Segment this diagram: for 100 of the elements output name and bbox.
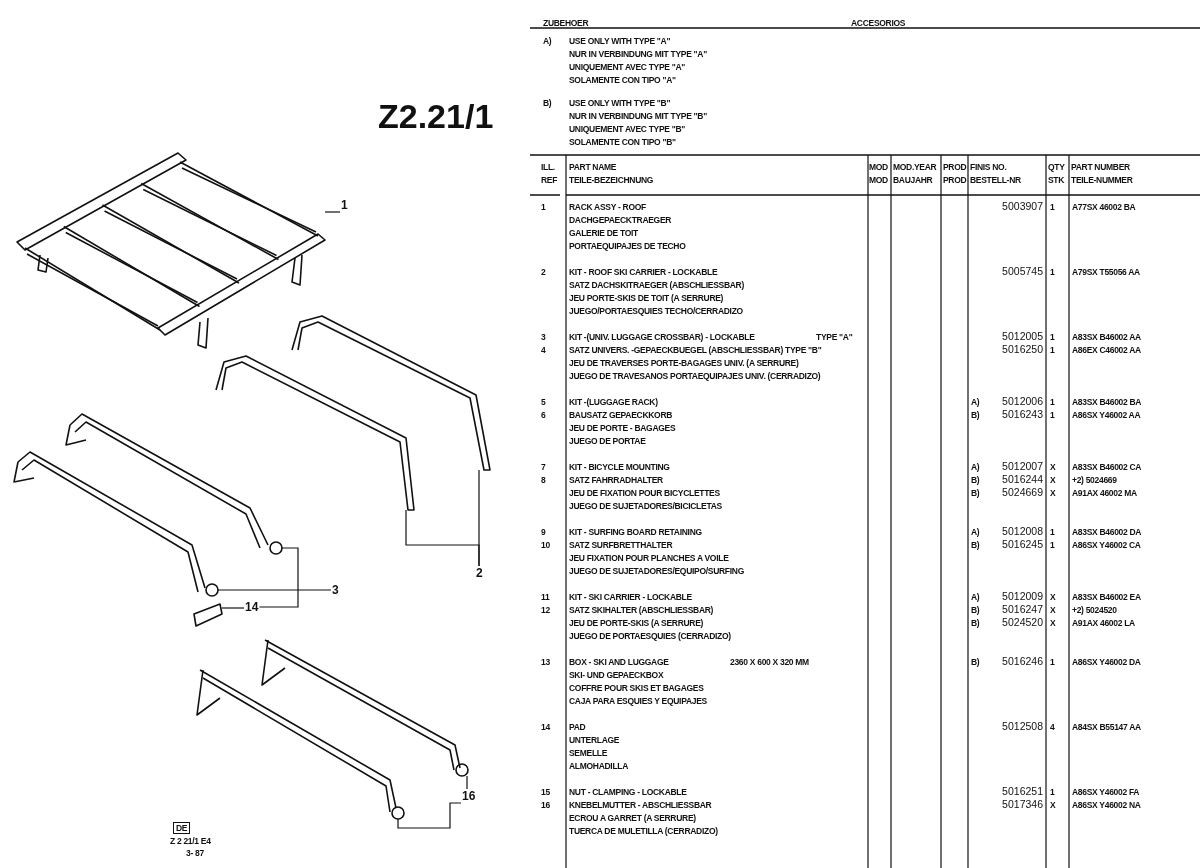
quantity: X [1050,605,1056,616]
column-header: QTY [1048,162,1065,173]
column-header: BAUJAHR [893,175,933,186]
quantity: 1 [1050,787,1055,798]
reference-number: 6 [541,410,546,421]
part-number: A83SX B46002 CA [1072,462,1142,473]
quantity: 1 [1050,540,1055,551]
part-name: JUEGO DE SUJETADORES/BICICLETAS [569,501,722,512]
load-bar-drawing [261,639,469,777]
leader-line [217,589,332,591]
part-name: SKI- UND GEPAECKBOX [569,670,664,681]
supply-marker: B) [971,488,980,499]
part-name: JEU DE FIXATION POUR BICYCLETTES [569,488,720,499]
leader-line [221,607,245,609]
note-marker: A) [543,36,552,47]
part-name: JEU DE PORTE - BAGAGES [569,423,676,434]
part-number: A86SX Y46002 AA [1072,410,1141,421]
order-number: 5024520 [1002,617,1043,628]
page-code: Z2.21/1 [378,96,494,136]
part-name: KIT -(UNIV. LUGGAGE CROSSBAR) - LOCKABLE [569,332,755,343]
note-text: USE ONLY WITH TYPE "B" [569,98,671,109]
order-number: 5003907 [1002,201,1043,212]
order-number: 5005745 [1002,266,1043,277]
order-number: 5016250 [1002,344,1043,355]
callout-number: 14 [244,600,260,614]
quantity: 1 [1050,267,1055,278]
part-name: JUEGO/PORTAESQUIES TECHO/CERRADIZO [569,306,743,317]
reference-number: 3 [541,332,546,343]
reference-number: 11 [541,592,550,603]
date-code: 3- 87 [186,848,204,859]
part-number: A86SX Y46002 DA [1072,657,1141,668]
callout-number: 3 [331,583,340,597]
quantity: 1 [1050,345,1055,356]
leader-line [324,211,341,213]
part-name: NUT - CLAMPING - LOCKABLE [569,787,687,798]
part-name: PORTAEQUIPAJES DE TECHO [569,241,686,252]
order-number: 5016251 [1002,786,1043,797]
order-number: 5012005 [1002,331,1043,342]
column-header: MOD [869,175,888,186]
crossbar-drawing [13,451,219,597]
part-name: SATZ FAHRRADHALTER [569,475,663,486]
column-header: PART NAME [569,162,617,173]
quantity: X [1050,488,1056,499]
column-header: TEILE-NUMMER [1071,175,1133,186]
part-name: KIT - BICYCLE MOUNTING [569,462,670,473]
part-name: JEU FIXATION POUR PLANCHES A VOILE [569,553,729,564]
part-name: JUEGO DE TRAVESANOS PORTAEQUIPAJES UNIV. (CERRADIZO) [569,371,821,382]
supply-marker: A) [971,527,980,538]
part-name: SEMELLE [569,748,608,759]
part-number: A79SX T55056 AA [1072,267,1140,278]
reference-number: 10 [541,540,550,551]
part-name: KIT - SURFING BOARD RETAINING [569,527,702,538]
ski-carrier-drawing [291,315,491,471]
quantity: X [1050,462,1056,473]
note-text: TYPE "A" [816,332,853,343]
part-name: CAJA PARA ESQUIES Y EQUIPAJES [569,696,707,707]
supply-marker: A) [971,397,980,408]
reference-number: 7 [541,462,546,473]
order-number: 5012009 [1002,591,1043,602]
part-name: PAD [569,722,586,733]
supply-marker: B) [971,657,980,668]
column-header: BESTELL-NR [970,175,1021,186]
column-header: MOD.YEAR [893,162,937,173]
reference-number: 13 [541,657,550,668]
leader-line [397,802,462,829]
reference-number: 12 [541,605,550,616]
column-header: PART NUMBER [1071,162,1130,173]
leader-line [466,775,468,790]
order-number: 5012007 [1002,461,1043,472]
note-text: NUR IN VERBINDUNG MIT TYPE "A" [569,49,707,60]
part-number: A86SX Y46002 CA [1072,540,1141,551]
crossbar-drawing [65,413,283,555]
column-header: STK [1048,175,1065,186]
supply-marker: A) [971,462,980,473]
column-header: MOD [869,162,888,173]
part-name: JUEGO DE PORTAE [569,436,646,447]
part-number: A84SX B55147 AA [1072,722,1141,733]
part-name: SATZ DACHSKITRAEGER (ABSCHLIESSBAR) [569,280,744,291]
part-name: GALERIE DE TOIT [569,228,639,239]
quantity: 1 [1050,657,1055,668]
quantity: 1 [1050,202,1055,213]
note-text: NUR IN VERBINDUNG MIT TYPE "B" [569,111,707,122]
quantity: 1 [1050,397,1055,408]
part-number: A83SX B46002 EA [1072,592,1141,603]
quantity: 4 [1050,722,1055,733]
order-number: 5012006 [1002,396,1043,407]
ski-carrier-drawing [215,355,415,511]
reference-number: 1 [541,202,546,213]
column-header: ILL. [541,162,555,173]
note-text: SOLAMENTE CON TIPO "A" [569,75,676,86]
part-number: A77SX 46002 BA [1072,202,1136,213]
part-name: KNEBELMUTTER - ABSCHLIESSBAR [569,800,712,811]
part-number: +2) 5024669 [1072,475,1117,486]
part-name: ALMOHADILLA [569,761,629,772]
supply-marker: B) [971,410,980,421]
part-name: JEU DE PORTE-SKIS (A SERRURE) [569,618,704,629]
part-number: A86EX C46002 AA [1072,345,1141,356]
part-name: JEU PORTE-SKIS DE TOIT (A SERRURE) [569,293,724,304]
quantity: 1 [1050,410,1055,421]
supply-marker: A) [971,592,980,603]
